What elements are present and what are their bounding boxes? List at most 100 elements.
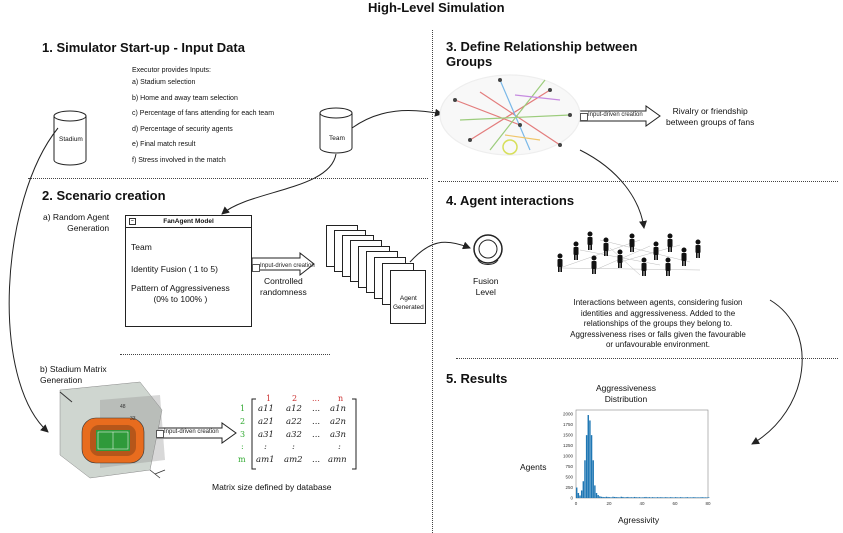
- histogram-bar: [599, 496, 601, 498]
- collapse-icon: −: [129, 218, 136, 225]
- histogram-bar: [653, 497, 655, 498]
- section3-heading: 3. Define Relationship between Groups: [446, 39, 638, 69]
- histogram-bar: [637, 497, 639, 498]
- histogram-bar: [694, 497, 697, 498]
- histogram-bar: [617, 497, 619, 498]
- matrix-cell: ...: [312, 417, 321, 427]
- matrix-cell: a21: [258, 417, 274, 427]
- histogram-bar: [625, 497, 627, 498]
- histogram-bar: [640, 497, 642, 498]
- histogram-bar: [630, 497, 632, 498]
- histogram-bar: [609, 497, 611, 498]
- input-item: f) Stress involved in the match: [132, 156, 226, 164]
- chart-xlabel: Agressivity: [618, 515, 660, 525]
- matrix-cell: ...: [312, 430, 321, 440]
- histogram-bar: [579, 495, 581, 498]
- histogram-bar: [688, 497, 690, 498]
- matrix-cell: a11: [258, 404, 274, 414]
- input-driven-label-3: Input-driven creation: [588, 112, 643, 118]
- matrix-cell: am2: [284, 455, 303, 465]
- histogram-bar: [658, 497, 660, 498]
- histogram-bar: [623, 497, 626, 498]
- histogram-bar: [666, 497, 669, 498]
- inputs-list: a) Stadium selection b) Home and away te…: [132, 77, 274, 170]
- histogram-bar: [651, 497, 654, 498]
- histogram-bar: [650, 497, 652, 498]
- fanagent-attr-team: Team: [131, 242, 152, 252]
- histogram-bar: [673, 497, 675, 498]
- histogram-bar: [602, 496, 604, 498]
- section2-heading: 2. Scenario creation: [42, 188, 166, 203]
- matrix-row-header: 3: [240, 430, 246, 439]
- checkbox-icon: [580, 113, 588, 121]
- stadium-database-icon: [53, 110, 87, 166]
- histogram-bar: [701, 497, 703, 498]
- histogram-bar: [681, 497, 684, 498]
- histogram-bar: [582, 481, 585, 498]
- histogram-bar: [620, 496, 622, 498]
- histogram-bar: [605, 496, 608, 498]
- matrix-cell: a22: [286, 417, 302, 427]
- fanagent-model-box: −FanAgent Model Team Identity Fusion ( 1…: [125, 215, 252, 327]
- matrix-cell: am1: [256, 455, 275, 465]
- histogram-bar: [686, 497, 688, 498]
- histogram-bar: [604, 497, 606, 498]
- divider-s2a-s2b: [120, 354, 330, 355]
- checkbox-icon: [252, 264, 260, 272]
- matrix-cell: a31: [258, 430, 274, 440]
- histogram-bar: [635, 497, 637, 498]
- stadium-image: 48 33: [59, 381, 166, 479]
- svg-text:48: 48: [120, 404, 126, 410]
- histogram-bar: [696, 497, 698, 498]
- y-tick-label: 750: [565, 464, 573, 469]
- input-item: b) Home and away team selection: [132, 94, 238, 102]
- histogram-bar: [577, 492, 580, 498]
- histogram-bar: [594, 485, 596, 498]
- fanagent-attr-aggressiveness: Pattern of Aggressiveness (0% to 100% ): [131, 283, 230, 304]
- histogram-bar: [689, 497, 692, 498]
- x-tick-label: 80: [705, 501, 711, 506]
- histogram-bar: [615, 497, 618, 498]
- agent-generated-label: Agent Generated: [393, 295, 424, 311]
- histogram-bar: [642, 497, 644, 498]
- histogram-bar: [706, 497, 708, 498]
- histogram-bar: [618, 497, 621, 498]
- histogram-bar: [655, 497, 657, 498]
- team-database-icon: [319, 107, 353, 154]
- y-tick-label: 1000: [563, 454, 574, 459]
- histogram-bar: [627, 496, 629, 498]
- stadium-db-label: Stadium: [59, 136, 83, 143]
- inputs-intro: Executor provides Inputs:: [132, 67, 211, 74]
- histogram-bar: [676, 497, 679, 498]
- matrix-col-header: ...: [312, 394, 320, 403]
- chart-frame: [575, 409, 709, 499]
- matrix-cell: :: [264, 442, 267, 452]
- histogram-bar: [632, 497, 634, 498]
- histogram-bar: [610, 497, 613, 498]
- histogram-bar: [691, 497, 693, 498]
- y-tick-label: 0: [570, 496, 573, 501]
- divider-s4-s5: [456, 358, 838, 359]
- divider-s3-s4: [438, 181, 838, 182]
- matrix-caption: Matrix size defined by database: [212, 482, 332, 492]
- histogram-bar: [679, 497, 682, 498]
- histogram-bar: [646, 497, 649, 498]
- page-title: High-Level Simulation: [368, 0, 505, 15]
- histogram-bar: [670, 497, 672, 498]
- histogram-bar: [678, 497, 680, 498]
- histogram-bar: [671, 497, 674, 498]
- histogram-bar: [587, 415, 589, 498]
- histogram-bar: [675, 497, 677, 498]
- matrix-cell: a32: [286, 430, 302, 440]
- y-tick-label: 500: [565, 475, 573, 480]
- svg-text:33: 33: [130, 416, 136, 422]
- rivalry-friendship-label: Rivalry or friendship between groups of …: [666, 106, 755, 127]
- checkbox-icon: [156, 430, 164, 438]
- matrix-cell: ...: [312, 455, 321, 465]
- controlled-randomness-label: Controlled randomness: [260, 276, 307, 297]
- y-tick-label: 250: [565, 485, 573, 490]
- histogram-bar: [663, 497, 665, 498]
- histogram-bar: [607, 496, 609, 498]
- matrix-row-header: :: [241, 442, 244, 451]
- histogram-bar: [589, 420, 591, 498]
